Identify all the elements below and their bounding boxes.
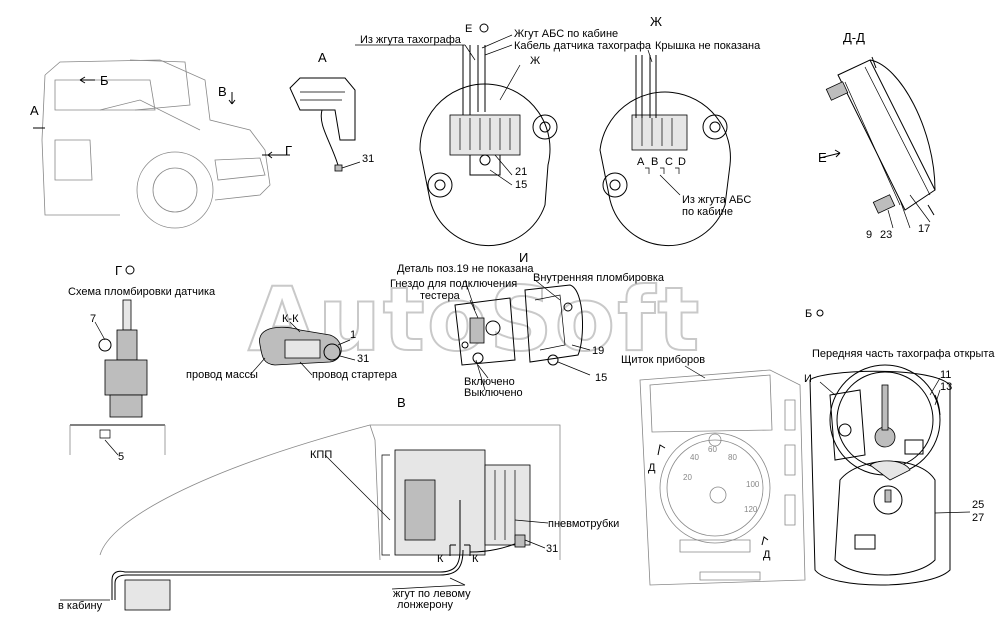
view-mark-a: А (30, 103, 39, 118)
view-a-sensor (289, 77, 361, 172)
pos-9: 9 (866, 229, 872, 241)
view-mark-b: Б (100, 73, 109, 88)
label-vyklyucheno: Выключено (464, 387, 523, 399)
label-kpp: КПП (310, 449, 332, 461)
label-provod-startera: провод стартера (312, 369, 398, 381)
label-perednyaya-chast: Передняя часть тахографа открыта (812, 348, 995, 360)
label-pnevmotrubki: пневмотрубки (548, 518, 619, 530)
gauge-tick-100: 100 (746, 480, 760, 489)
gauge-tick-120: 120 (744, 505, 758, 514)
section-mark-d2: Д (763, 549, 771, 561)
pos-13: 13 (940, 381, 952, 393)
view-mark-e-arrow: Е (818, 150, 827, 165)
label-conn-a: A (637, 156, 645, 168)
label-detal-19: Деталь поз.19 не показана (397, 263, 534, 275)
pos-15-b: 15 (595, 372, 607, 384)
pos-31-b: 31 (357, 353, 369, 365)
view-g-sensor-sealing (69, 265, 166, 456)
ref-i: И (804, 373, 812, 385)
view-v-title: В (397, 395, 406, 410)
section-mark-k2: К (472, 553, 479, 565)
view-b-tachograph (809, 309, 971, 586)
label-vnutr-plombirovka: Внутренняя пломбировка (533, 272, 665, 284)
view-v-chassis (60, 424, 561, 611)
pos-7: 7 (90, 313, 96, 325)
label-shitok-priborov: Щиток приборов (621, 354, 705, 366)
view-mark-e-circle: Е (465, 23, 472, 35)
pos-19: 19 (592, 345, 604, 357)
gauge-tick-80: 80 (728, 453, 737, 462)
label-gnezdo-2: тестера (420, 290, 461, 302)
label-conn-c: C (665, 156, 673, 168)
label-v-kabinu: в кабину (58, 600, 103, 612)
label-zhgut-levomu-2: лонжерону (397, 599, 454, 611)
view-i-tester (454, 279, 591, 391)
view-mark-v: В (218, 84, 227, 99)
label-provod-massy: провод массы (186, 369, 258, 381)
section-d-d (819, 56, 936, 229)
tachograph-rear-zh (599, 49, 731, 247)
section-k-k-title: К-К (282, 313, 299, 325)
view-zh-title: Ж (650, 14, 662, 29)
section-d-d-title: Д-Д (843, 30, 865, 45)
gauge-tick-60: 60 (708, 445, 717, 454)
label-vklyucheno: Включено (464, 376, 515, 388)
label-conn-b: B (651, 156, 658, 168)
pos-15-a: 15 (515, 179, 527, 191)
pos-21: 21 (515, 166, 527, 178)
label-iz-zhguta-tachografa: Из жгута тахографа (360, 34, 462, 46)
pos-31-a: 31 (362, 153, 374, 165)
view-a-title: А (318, 50, 327, 65)
tachograph-rear-e (355, 23, 558, 247)
view-g-title: Г (115, 263, 122, 278)
label-kryshka: Крышка не показана (655, 40, 761, 52)
pos-17: 17 (918, 223, 930, 235)
pos-5: 5 (118, 451, 124, 463)
section-mark-k1: К (437, 553, 444, 565)
view-b-title: Б (805, 308, 812, 320)
label-conn-d: D (678, 156, 686, 168)
instrument-panel (639, 365, 806, 586)
pos-27: 27 (972, 512, 984, 524)
view-mark-g: Г (285, 143, 292, 158)
view-i-title: И (519, 250, 528, 265)
label-zhgut-levomu-1: жгут по левому (393, 588, 471, 600)
label-shema-plombirovki: Схема пломбировки датчика (68, 286, 216, 298)
ref-zh: Ж (530, 55, 540, 67)
pos-23: 23 (880, 229, 892, 241)
truck-cab-view (33, 59, 290, 229)
pos-11: 11 (940, 369, 951, 381)
label-iz-zhguta-abs-1: Из жгута АБС (682, 194, 751, 206)
section-mark-d1: Д (648, 462, 656, 474)
pos-25: 25 (972, 499, 984, 511)
pos-1: 1 (350, 329, 356, 341)
label-kabel-datchika: Кабель датчика тахографа (514, 40, 652, 52)
gauge-tick-40: 40 (690, 453, 699, 462)
gauge-tick-20: 20 (683, 473, 692, 482)
label-gnezdo-1: Гнездо для подключения (390, 278, 517, 290)
label-zhgut-abs: Жгут АБС по кабине (514, 28, 618, 40)
section-k-k (249, 321, 356, 376)
pos-31-c: 31 (546, 543, 558, 555)
label-iz-zhguta-abs-2: по кабине (682, 206, 733, 218)
